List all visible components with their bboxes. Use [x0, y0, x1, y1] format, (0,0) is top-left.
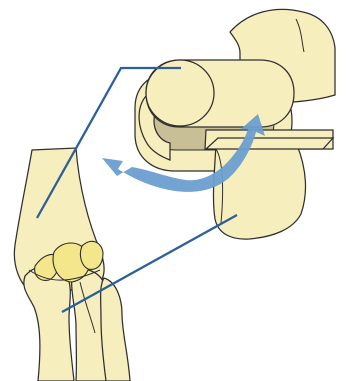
lower-block	[213, 145, 305, 239]
forearm-radius-bone	[24, 266, 74, 381]
anatomical-elbow-bones	[14, 148, 130, 381]
mechanical-joint-model	[102, 9, 335, 239]
articular-cartilage-right	[80, 241, 103, 269]
top-cylinder-end	[146, 60, 214, 126]
ulna-head	[101, 278, 130, 381]
lower-block-top-face	[206, 138, 333, 149]
